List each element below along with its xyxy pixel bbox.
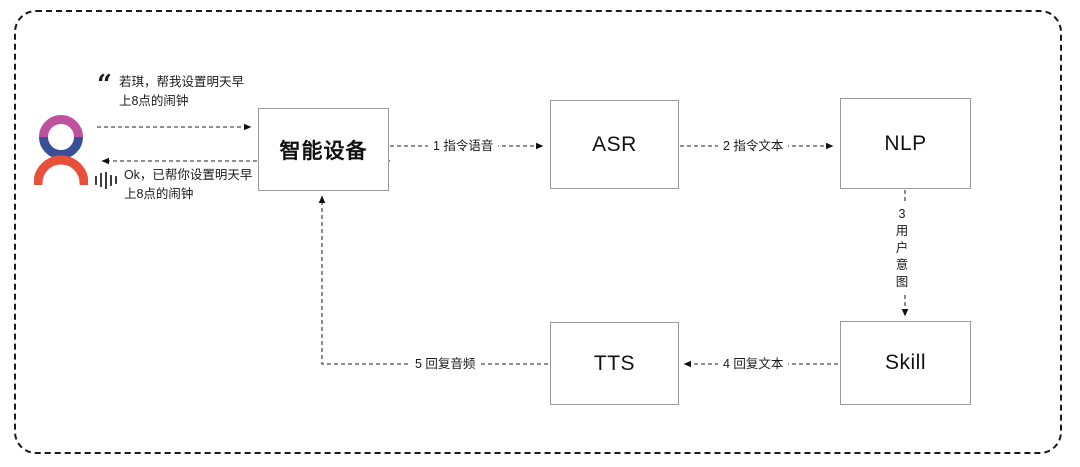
edge-label-1: 1 指令语音	[428, 139, 499, 154]
edge-label-3: 3 用户意图	[895, 202, 909, 295]
sound-wave-icon	[95, 171, 117, 189]
node-nlp[interactable]: NLP	[840, 98, 971, 189]
node-skill-label: Skill	[884, 351, 926, 374]
quote-icon: “	[97, 70, 112, 100]
assistant-response-text: Ok，已帮你设置明天早上8点的闹钟	[123, 168, 253, 202]
user-request-text: 若琪，帮我设置明天早上8点的闹钟	[118, 75, 244, 109]
node-asr-label: ASR	[592, 132, 637, 156]
user-request-bubble: “ 若琪，帮我设置明天早上8点的闹钟	[97, 70, 251, 112]
node-skill[interactable]: Skill	[840, 321, 971, 405]
node-smart-device[interactable]: 智能设备	[258, 108, 389, 191]
user-avatar	[33, 113, 89, 188]
node-tts[interactable]: TTS	[550, 322, 679, 405]
node-tts-label: TTS	[593, 351, 636, 375]
edge-label-4: 4 回复文本	[718, 357, 789, 372]
edge-label-2: 2 指令文本	[718, 139, 789, 154]
node-nlp-label: NLP	[884, 131, 927, 155]
diagram-outer-frame	[14, 10, 1062, 454]
node-asr[interactable]: ASR	[550, 100, 679, 189]
edge-label-5: 5 回复音频	[410, 357, 481, 372]
node-smart-device-label: 智能设备	[279, 139, 368, 163]
assistant-response-bubble: Ok，已帮你设置明天早上8点的闹钟	[95, 166, 256, 205]
